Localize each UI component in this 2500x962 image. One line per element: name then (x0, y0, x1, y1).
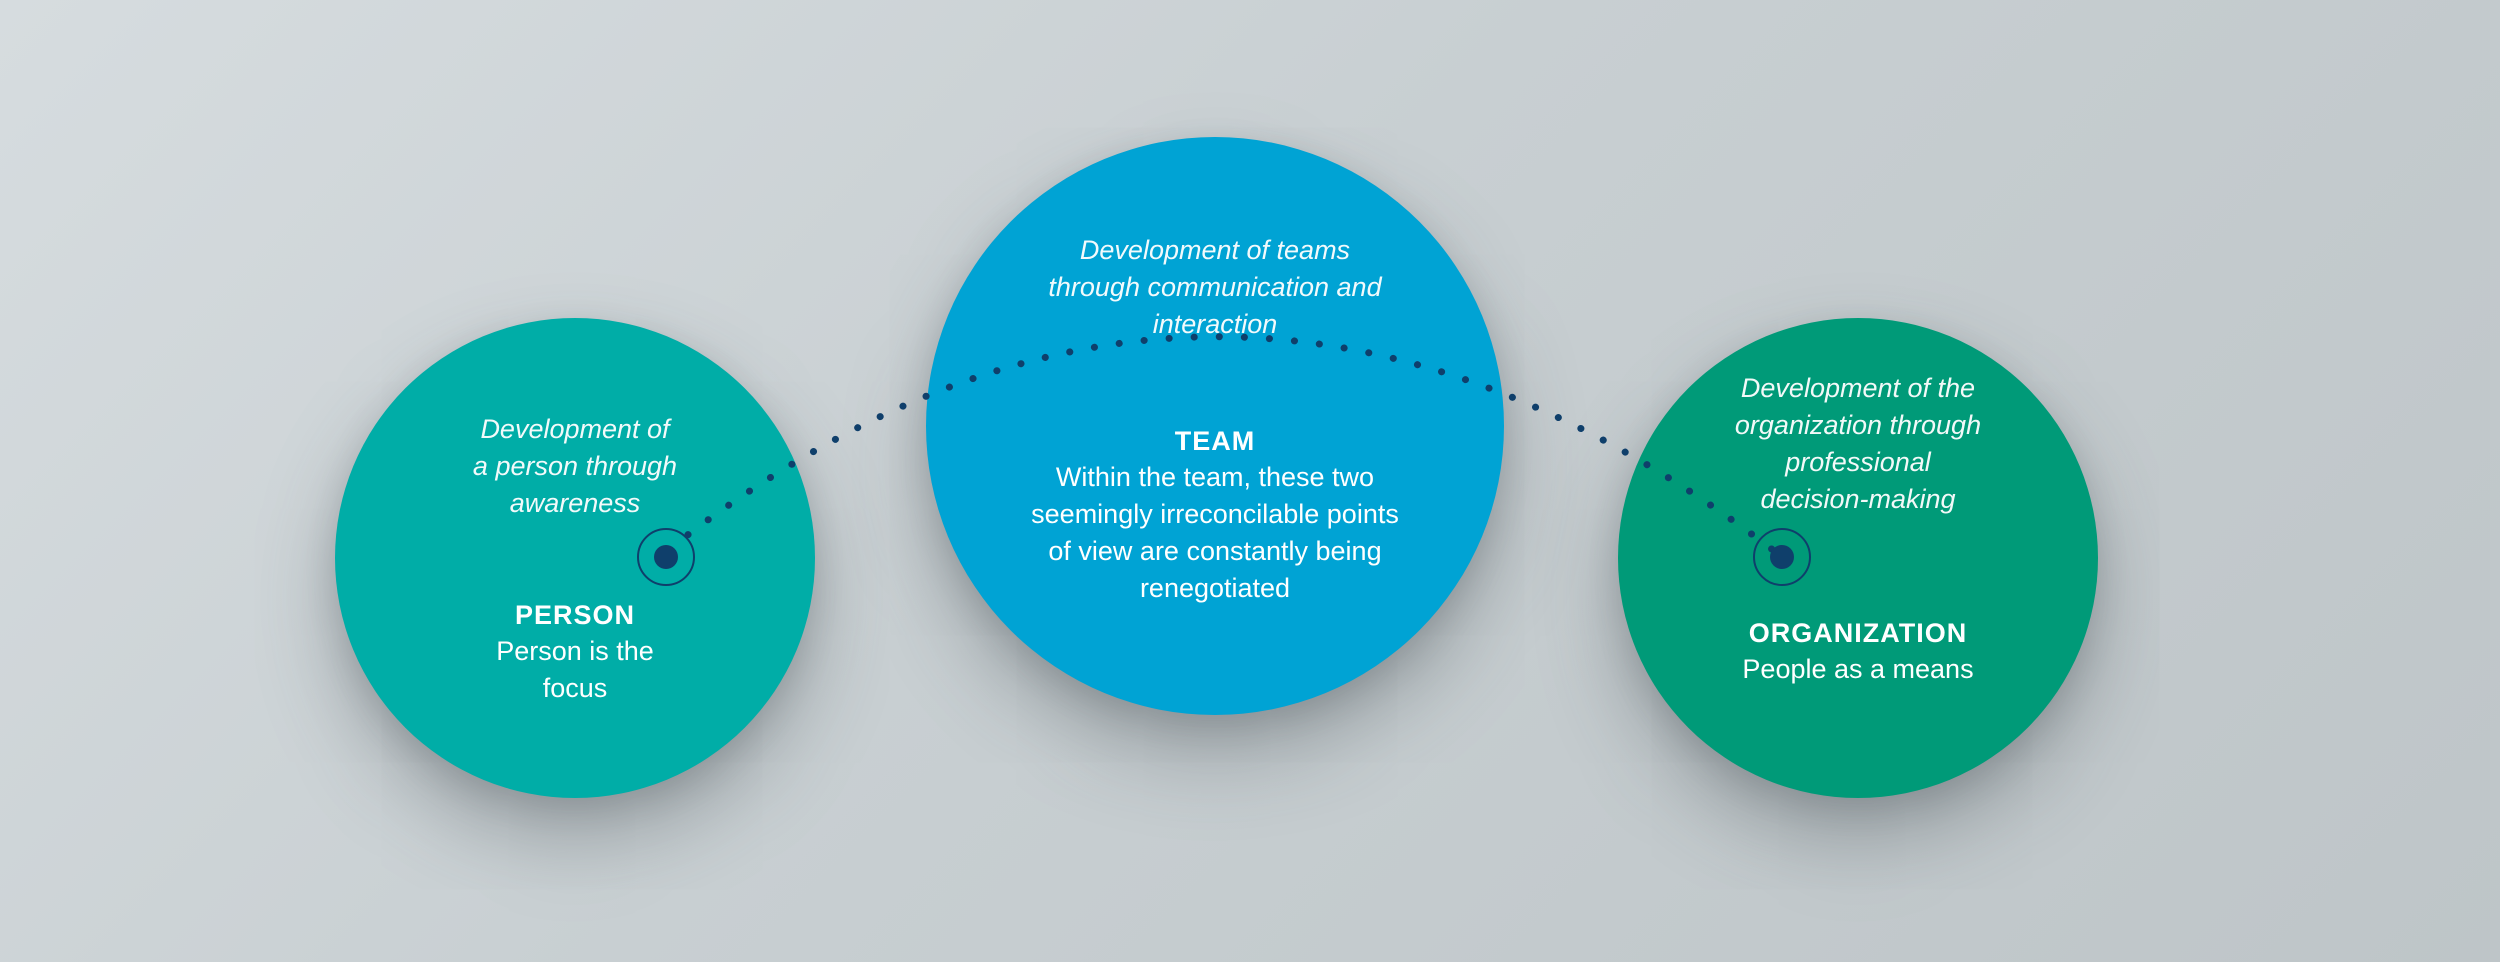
organization-content: ORGANIZATION People as a means (1618, 615, 2098, 688)
organization-description-line: Development of the (1740, 373, 1976, 403)
team-heading: TEAM (1174, 426, 1256, 456)
organization-body-line: People as a means (1742, 654, 1974, 684)
organization-description-line: decision-making (1760, 484, 1956, 514)
person-description-line: Development of (480, 414, 670, 444)
team-circle: Development of teams through communicati… (926, 137, 1504, 715)
team-body-line: of view are constantly being (1048, 536, 1382, 566)
team-body-line: renegotiated (1139, 573, 1291, 603)
person-body-line: Person is the (496, 636, 654, 666)
team-description: Development of teams through communicati… (926, 232, 1504, 343)
organization-description-line: professional (1785, 447, 1931, 477)
team-content: TEAM Within the team, these two seemingl… (926, 423, 1504, 607)
organization-heading: ORGANIZATION (1748, 618, 1968, 648)
organization-description-line: organization through (1734, 410, 1982, 440)
person-content: PERSON Person is the focus (335, 597, 815, 707)
person-body-line: focus (542, 673, 608, 703)
organization-circle: Development of the organization through … (1618, 318, 2098, 798)
organization-description: Development of the organization through … (1618, 370, 2098, 518)
person-circle: Development of a person through awarenes… (335, 318, 815, 798)
team-description-line: interaction (1152, 309, 1278, 339)
team-description-line: Development of teams (1079, 235, 1351, 265)
team-description-line: through communication and (1048, 272, 1382, 302)
team-body-line: seemingly irreconcilable points (1031, 499, 1399, 529)
person-heading: PERSON (514, 600, 636, 630)
person-description-line: a person through (472, 451, 678, 481)
team-body-line: Within the team, these two (1055, 462, 1375, 492)
person-description-line: awareness (509, 488, 641, 518)
person-description: Development of a person through awarenes… (335, 411, 815, 522)
